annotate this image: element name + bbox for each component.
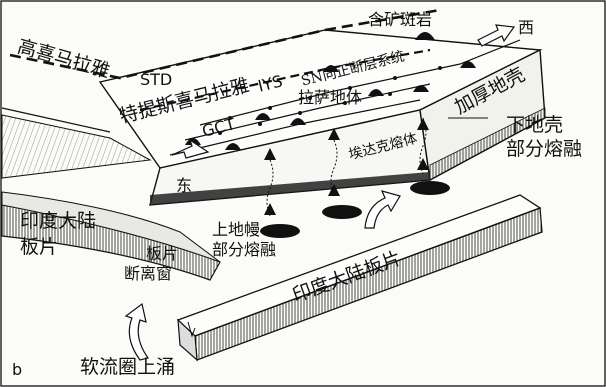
lower-crust-band xyxy=(150,172,430,205)
melt-lenses xyxy=(260,181,450,238)
label-asthenosphere: 软流圈上涌 xyxy=(80,356,176,378)
label-upper-mantle-l1: 上地幔 xyxy=(212,220,261,239)
label-west: 西 xyxy=(518,18,535,37)
porphyry-domes xyxy=(185,32,476,150)
foreland-wedge xyxy=(1,114,152,179)
label-lower-crust-l1: 下地壳 xyxy=(506,114,564,136)
label-lower-crust-l2: 部分熔融 xyxy=(506,138,583,160)
thrust-line xyxy=(1,107,111,133)
indian-plate-lower-slab xyxy=(176,194,543,362)
label-slab-window-l1: 板片 xyxy=(146,244,179,263)
iys-line xyxy=(139,48,431,112)
panel-letter: b xyxy=(12,360,23,379)
asthenosphere-arrow xyxy=(124,302,149,361)
label-indian-plate-upper-l1: 印度大陆 xyxy=(20,210,97,232)
mantle-upwelling-arrow xyxy=(364,190,401,229)
label-std: STD xyxy=(140,70,173,89)
upward-arrows xyxy=(264,118,429,215)
east-arrow xyxy=(171,138,210,159)
indian-slab-left-top xyxy=(1,191,221,263)
label-lhasa-block: 拉萨地体 xyxy=(298,88,363,107)
label-slab-window-l2: 断离窗 xyxy=(124,264,173,283)
label-indian-plate-upper-l2: 板片 xyxy=(20,236,59,258)
label-east: 东 xyxy=(176,176,193,195)
west-arrow xyxy=(477,24,516,47)
fault-ticks xyxy=(218,66,442,135)
std-line xyxy=(9,8,441,80)
label-upper-mantle-l2: 部分熔融 xyxy=(212,240,277,259)
label-ore-porphyry: 含矿斑岩 xyxy=(368,10,433,29)
